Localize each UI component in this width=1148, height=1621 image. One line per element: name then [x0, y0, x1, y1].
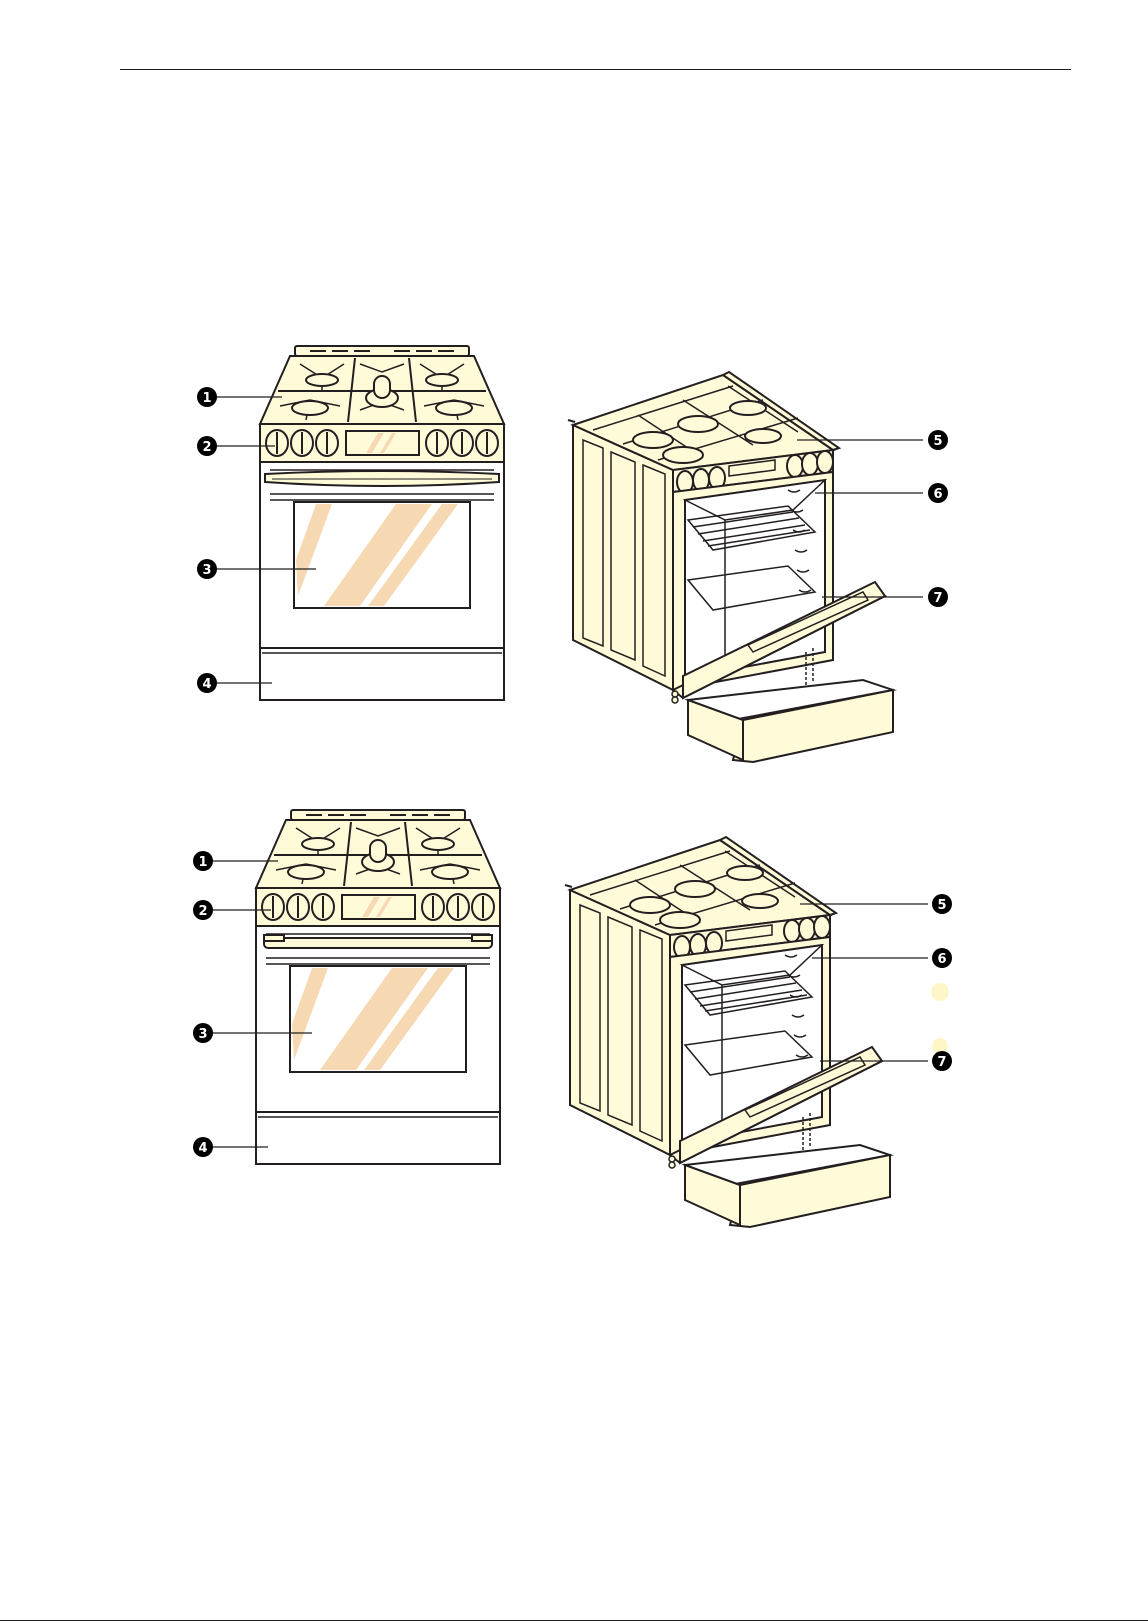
svg-text:5: 5	[937, 898, 946, 913]
range-open-view-2	[565, 837, 890, 1227]
figure-2	[256, 810, 949, 1227]
svg-text:7: 7	[933, 591, 942, 606]
range-front-view-2	[256, 810, 500, 1164]
callout-2-3: 3	[193, 1023, 213, 1043]
callout-2-5: 5	[932, 894, 952, 914]
svg-text:4: 4	[198, 1141, 207, 1156]
callout-1-5: 5	[928, 430, 948, 450]
range-front-view-1	[260, 346, 504, 700]
callout-1-3: 3	[197, 559, 217, 579]
figure-1	[260, 346, 893, 762]
accent-dot	[931, 983, 949, 1001]
svg-text:6: 6	[937, 952, 946, 967]
callout-1-7: 7	[928, 587, 948, 607]
callout-1-6: 6	[928, 483, 948, 503]
callout-2-6: 6	[932, 948, 952, 968]
svg-text:2: 2	[198, 904, 207, 919]
callout-1-2: 2	[197, 436, 217, 456]
oven-handle-curved	[265, 471, 499, 486]
callout-1-1: 1	[197, 387, 217, 407]
range-open-view-1	[568, 372, 893, 762]
svg-text:3: 3	[198, 1027, 207, 1042]
svg-text:6: 6	[933, 487, 942, 502]
callout-1-4: 4	[197, 673, 217, 693]
svg-text:1: 1	[198, 855, 207, 870]
callout-2-2: 2	[193, 900, 213, 920]
svg-text:5: 5	[933, 434, 942, 449]
svg-text:1: 1	[202, 391, 211, 406]
svg-text:4: 4	[202, 677, 211, 692]
callout-2-4: 4	[193, 1137, 213, 1157]
callout-2-1: 1	[193, 851, 213, 871]
callout-2-7: 7	[932, 1051, 952, 1071]
svg-text:7: 7	[937, 1055, 946, 1070]
svg-text:2: 2	[202, 440, 211, 455]
svg-text:3: 3	[202, 563, 211, 578]
